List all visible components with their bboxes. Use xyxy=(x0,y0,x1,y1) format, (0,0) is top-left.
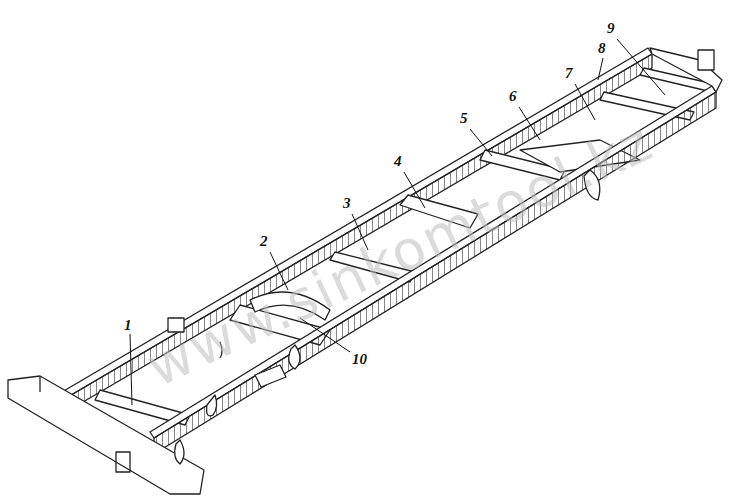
callout-number: 10 xyxy=(352,352,367,367)
callout-number: 7 xyxy=(565,66,573,81)
callout-number: 2 xyxy=(260,234,268,249)
callout-number: 3 xyxy=(343,196,351,211)
callout-number: 9 xyxy=(607,21,615,36)
callout-number: 8 xyxy=(598,41,606,56)
callout-number: 1 xyxy=(124,318,132,333)
callout-number: 5 xyxy=(460,111,468,126)
callout-number: 4 xyxy=(394,154,402,169)
callout-number: 6 xyxy=(509,89,517,104)
